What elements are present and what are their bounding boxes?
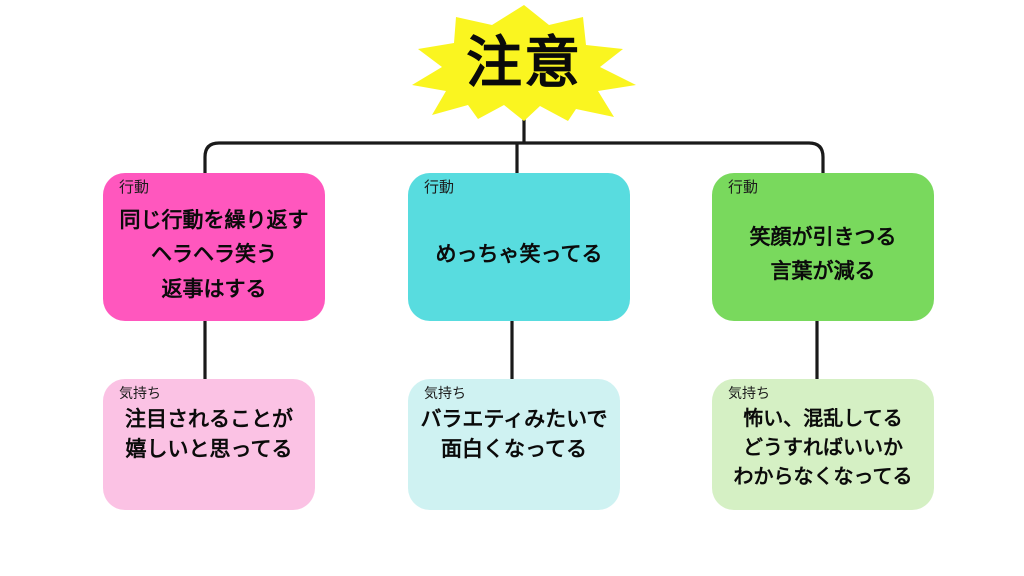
feeling-node-2-tag: 気持ち	[424, 385, 466, 401]
root-node-label: 注意	[466, 31, 582, 94]
behaviour-node-1-text: 同じ行動を繰り返す ヘラヘラ笑う 返事はする	[113, 198, 315, 313]
behaviour-node-3-tag: 行動	[728, 179, 759, 196]
behaviour-node-3-line-2: 言葉が減る	[770, 260, 876, 284]
feeling-node-3-text: 怖い、混乱してる どうすればいいか わからなくなってる	[722, 403, 924, 503]
feeling-node-1-text: 注目されることが 嬉しいと思ってる	[113, 403, 305, 503]
feeling-node-3-line-1: 怖い、混乱してる	[743, 407, 903, 430]
feeling-node-2-text: バラエティみたいで 面白くなってる	[418, 403, 610, 503]
feeling-node-1-tag: 気持ち	[119, 385, 161, 401]
connector-bus-right	[524, 141, 825, 174]
feeling-node-2-line-2: 面白くなってる	[441, 437, 587, 461]
feeling-node-1-line-1: 注目されることが	[125, 407, 293, 431]
feeling-node-2[interactable]: 気持ち バラエティみたいで 面白くなってる	[408, 379, 620, 510]
feeling-node-2-line-1: バラエティみたいで	[420, 407, 608, 431]
root-node-starburst[interactable]: 注意	[408, 5, 640, 121]
behaviour-node-1-line-3: 返事はする	[161, 277, 267, 301]
behaviour-node-1-tag: 行動	[119, 179, 150, 196]
connector-bus-left	[203, 141, 524, 174]
behaviour-node-1[interactable]: 行動 同じ行動を繰り返す ヘラヘラ笑う 返事はする	[103, 173, 325, 321]
behaviour-node-3-text: 笑顔が引きつる 言葉が減る	[722, 198, 924, 313]
feeling-node-3-line-2: どうすればいいか	[743, 436, 903, 459]
behaviour-node-2-text: めっちゃ笑ってる	[418, 198, 620, 313]
behaviour-node-2-tag: 行動	[424, 179, 455, 196]
starburst-icon	[412, 5, 636, 121]
feeling-node-3-line-3: わからなくなってる	[733, 465, 913, 488]
behaviour-node-3[interactable]: 行動 笑顔が引きつる 言葉が減る	[712, 173, 934, 321]
behaviour-node-2[interactable]: 行動 めっちゃ笑ってる	[408, 173, 630, 321]
feeling-node-1-line-2: 嬉しいと思ってる	[125, 437, 293, 461]
feeling-node-1[interactable]: 気持ち 注目されることが 嬉しいと思ってる	[103, 379, 315, 510]
feeling-node-3-tag: 気持ち	[728, 385, 770, 401]
feeling-node-3[interactable]: 気持ち 怖い、混乱してる どうすればいいか わからなくなってる	[712, 379, 934, 510]
behaviour-node-1-line-1: 同じ行動を繰り返す	[119, 208, 309, 232]
behaviour-node-2-line-1: めっちゃ笑ってる	[435, 243, 603, 267]
behaviour-node-3-line-1: 笑顔が引きつる	[749, 225, 897, 249]
behaviour-node-1-line-2: ヘラヘラ笑う	[151, 243, 277, 267]
